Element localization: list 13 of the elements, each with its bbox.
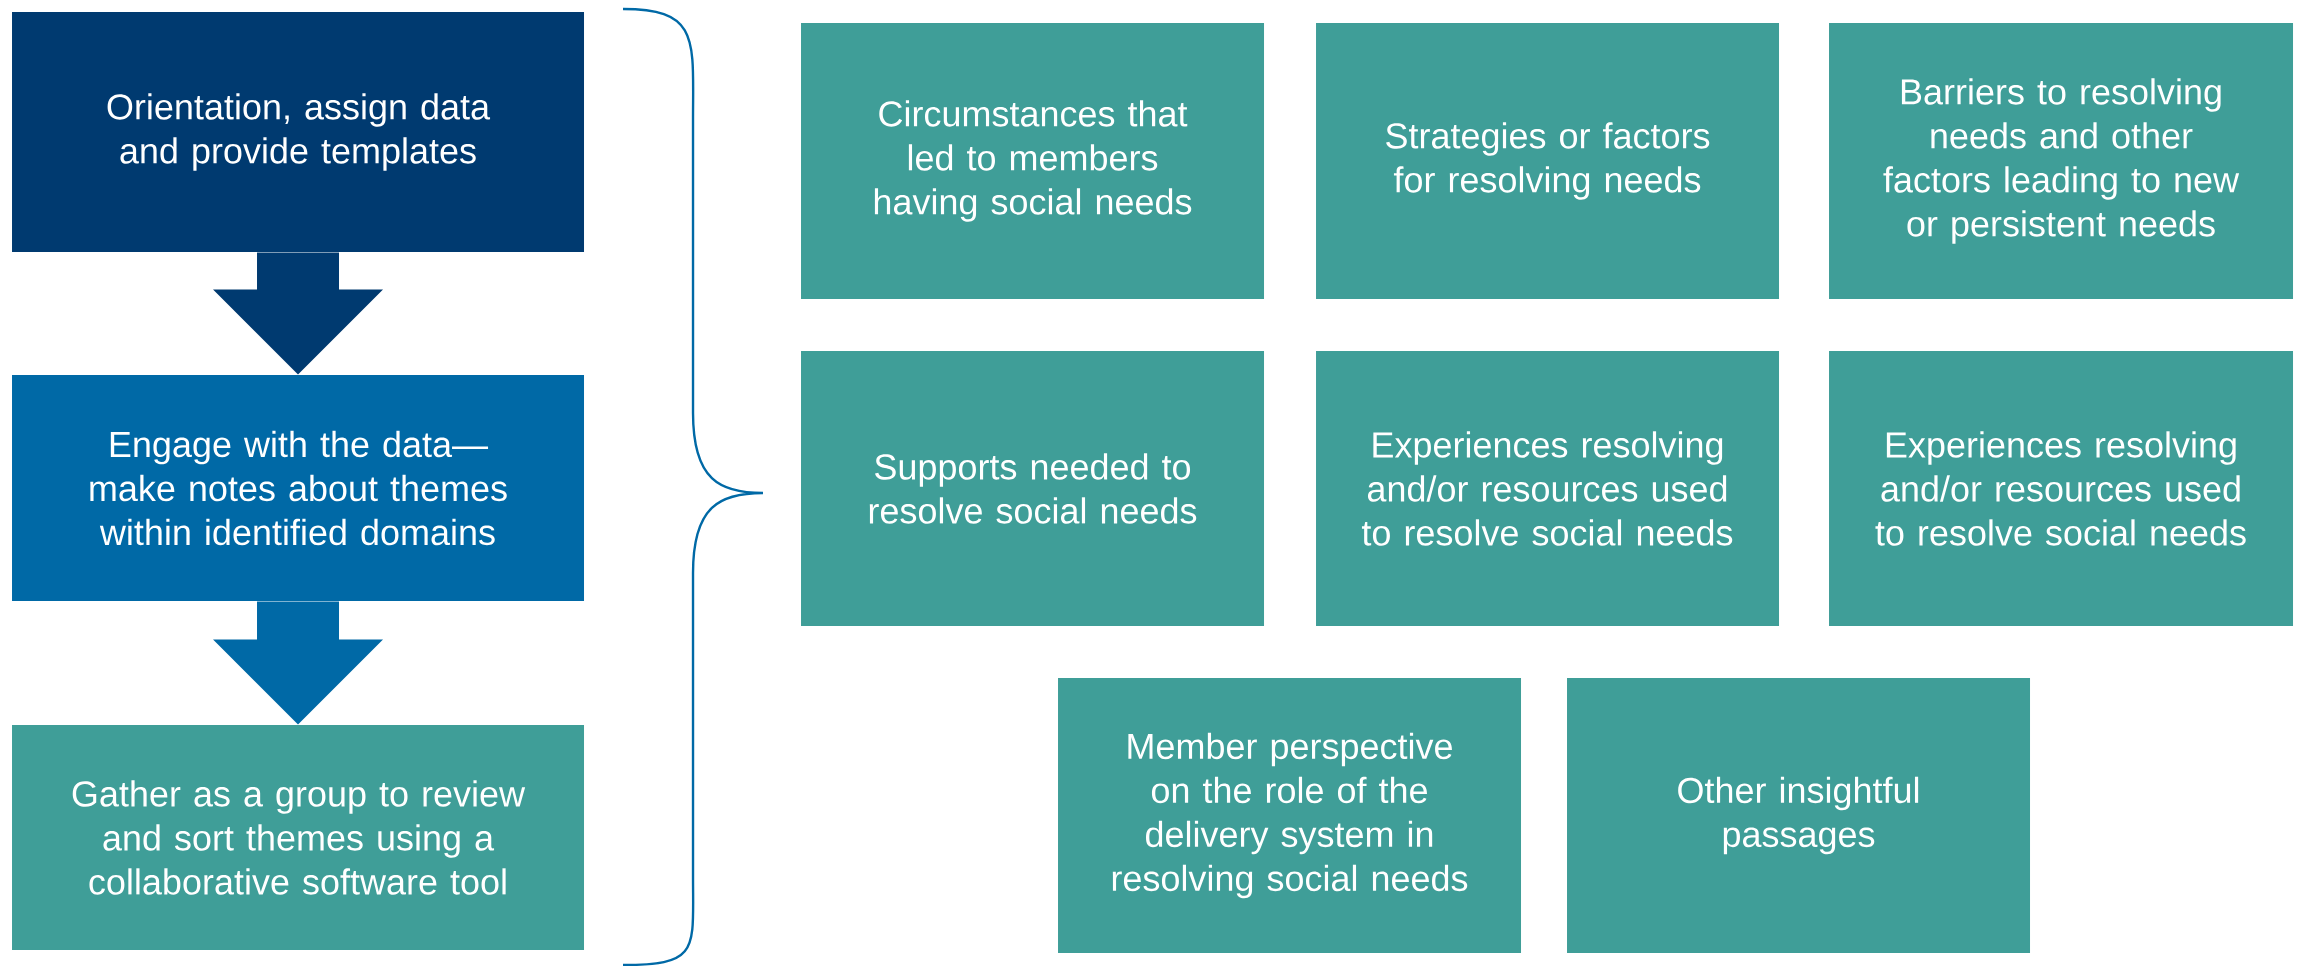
block-arrow [213, 252, 383, 375]
domain-box: Member perspective on the role of the delivery system in resolving social needs [1058, 678, 1521, 953]
domain-box: Other insightful passages [1567, 678, 2030, 953]
domain-box: Experiences resolving and/or resources used to resolve social needs [1829, 351, 2293, 626]
block-arrow [213, 601, 383, 725]
step-box: Orientation, assign data and provide templates [12, 12, 584, 252]
domain-box: Barriers to resolving needs and other factors leading to new or persistent needs [1829, 23, 2293, 299]
domain-box: Strategies or factors for resolving needs [1316, 23, 1779, 299]
domain-box: Circumstances that led to members having social needs [801, 23, 1264, 299]
domain-box: Supports needed to resolve social needs [801, 351, 1264, 626]
domain-box: Experiences resolving and/or resources used to resolve social needs [1316, 351, 1779, 626]
step-box: Engage with the data—make notes about themes within identified domains [12, 375, 584, 601]
step-box: Gather as a group to review and sort themes using a collaborative software tool [12, 725, 584, 950]
